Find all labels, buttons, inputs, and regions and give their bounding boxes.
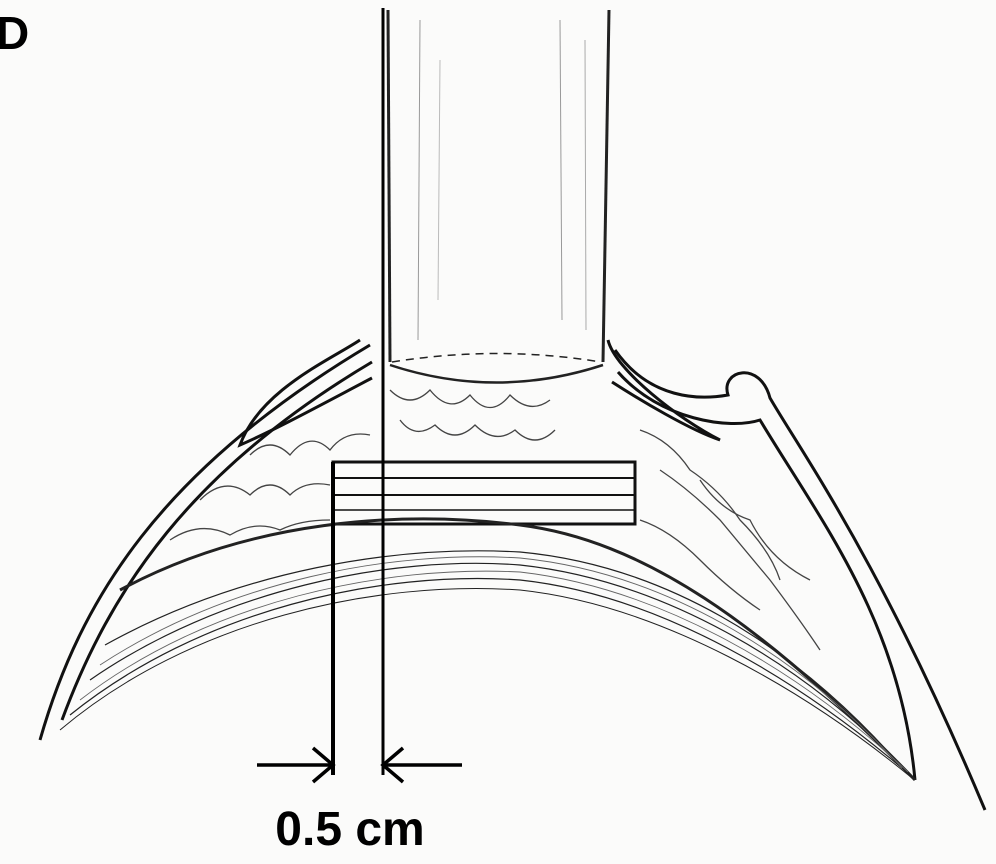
panel-letter: D [0,6,29,60]
measurement-label: 0.5 cm [250,802,450,857]
